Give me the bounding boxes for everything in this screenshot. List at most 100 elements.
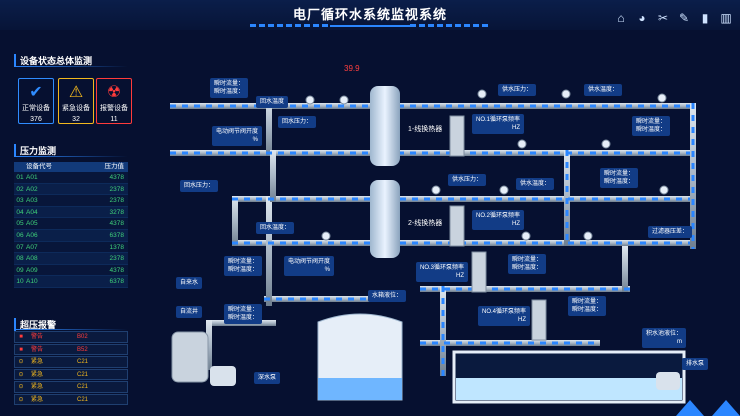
row-code: A02 bbox=[26, 185, 38, 193]
meter-8[interactable] bbox=[431, 185, 441, 195]
pump-4[interactable] bbox=[531, 299, 547, 341]
normal-devices-card[interactable]: ✔ 正常设备 376 bbox=[18, 78, 54, 124]
pump-3[interactable] bbox=[471, 251, 487, 293]
row-index: 02 bbox=[16, 185, 24, 193]
home-icon[interactable]: ⌂ bbox=[617, 11, 625, 25]
meter-12[interactable] bbox=[521, 231, 531, 241]
flow-box-5-line-2: 瞬时温度： bbox=[512, 265, 543, 271]
meter-1[interactable] bbox=[305, 95, 315, 105]
row-value: 2378 bbox=[109, 255, 124, 263]
well-label: 自流井 bbox=[176, 306, 203, 318]
pump-2[interactable] bbox=[449, 205, 465, 247]
row-index: 04 bbox=[16, 208, 24, 216]
flow-box-1-line-1: 瞬时流量： bbox=[214, 81, 245, 87]
meter-2[interactable] bbox=[339, 95, 349, 105]
alert-circle-icon: ⊙ bbox=[18, 396, 24, 403]
meter-4[interactable] bbox=[561, 89, 571, 99]
bar-chart-icon[interactable]: ▥ bbox=[720, 11, 732, 25]
meter-3[interactable] bbox=[477, 89, 487, 99]
nav-icons: ⌂ ◕ ✂ ✎ ▮ ▥ bbox=[615, 12, 732, 24]
meter-7[interactable] bbox=[601, 139, 611, 149]
valve-opening-box-2: 电动阀节阀开度 % bbox=[284, 256, 335, 276]
exchanger-2-label: 2-线换热器 bbox=[408, 220, 443, 227]
corner-decoration bbox=[676, 400, 704, 416]
valve-opening-1-unit: % bbox=[252, 137, 259, 143]
flow-box-2: 瞬时流量： 瞬时温度： bbox=[632, 116, 671, 136]
heat-exchanger-2[interactable] bbox=[370, 180, 400, 258]
pump-1[interactable] bbox=[449, 115, 465, 157]
flow-box-5: 瞬时流量： 瞬时温度： bbox=[508, 254, 547, 274]
urgent-devices-card[interactable]: ⚠ 紧急设备 32 bbox=[58, 78, 94, 124]
cooling-tower[interactable] bbox=[171, 331, 209, 383]
alarm-type: 紧急 bbox=[31, 359, 44, 365]
row-value: 3278 bbox=[109, 208, 124, 216]
alert-square-icon: ■ bbox=[19, 334, 23, 340]
flow-box-4-line-1: 瞬时流量： bbox=[228, 259, 259, 265]
meter-10[interactable] bbox=[659, 185, 669, 195]
row-index: 01 bbox=[16, 174, 24, 181]
row-index: 06 bbox=[16, 231, 24, 239]
alarm-type: 紧急 bbox=[31, 396, 44, 403]
alert-square-icon: ■ bbox=[19, 346, 23, 353]
alarm-devices-label: 报警设备 bbox=[100, 105, 128, 112]
header-underline bbox=[330, 25, 410, 27]
meter-5[interactable] bbox=[657, 93, 667, 103]
meter-11[interactable] bbox=[321, 231, 331, 241]
valve-opening-box-1: 电动阀节阀开度 % bbox=[212, 126, 263, 146]
flow-box-7: 瞬时流量： 瞬时温度： bbox=[568, 296, 607, 316]
heat-exchanger-1[interactable] bbox=[370, 86, 400, 166]
drain-pump-label: 排水泵 bbox=[682, 358, 709, 370]
top-reading: 39.9 bbox=[344, 64, 360, 73]
pie-chart-icon[interactable]: ◕ bbox=[638, 11, 646, 25]
app-title: 电厂循环水系统监视系统 bbox=[292, 7, 447, 22]
supply-temp-box-1: 供水温度： bbox=[584, 84, 623, 96]
deep-water-pump[interactable] bbox=[210, 366, 236, 386]
tools-icon[interactable]: ✂ bbox=[657, 11, 669, 25]
meter-9[interactable] bbox=[499, 185, 509, 195]
row-index: 05 bbox=[16, 220, 24, 228]
tank-level-box: 水箱液位： bbox=[368, 290, 407, 302]
flow-box-3: 瞬时流量： 瞬时温度： bbox=[600, 168, 639, 188]
urgent-devices-label: 紧急设备 bbox=[62, 105, 90, 112]
meter-13[interactable] bbox=[583, 231, 593, 241]
pump-3-freq-label: NO.3循环泵频率 bbox=[420, 265, 465, 271]
meter-6[interactable] bbox=[517, 139, 527, 149]
pump-4-freq-box: NO.4循环泵频率 HZ bbox=[478, 306, 531, 326]
water-tank-level-fill bbox=[318, 378, 402, 400]
pump-1-freq-label: NO.1循环泵频率 bbox=[476, 117, 521, 123]
filter-pressure-box: 过滤器压差： bbox=[648, 226, 693, 238]
alarm-devices-card[interactable]: ☢ 报警设备 11 bbox=[96, 78, 132, 124]
alarm-light-icon: ☢ bbox=[106, 84, 122, 101]
pump-4-freq-label: NO.4循环泵频率 bbox=[482, 309, 527, 315]
gauge-icon[interactable]: ▮ bbox=[701, 11, 709, 25]
row-code: A10 bbox=[26, 278, 38, 286]
drain-pump[interactable] bbox=[656, 372, 680, 390]
pool-level-label: 积水池液位： bbox=[646, 331, 683, 337]
alert-circle-icon: ⊙ bbox=[18, 371, 24, 378]
alert-circle-icon: ⊙ bbox=[18, 359, 24, 365]
wrench-icon[interactable]: ✎ bbox=[678, 11, 690, 25]
header-decoration-left bbox=[250, 24, 330, 27]
row-code: A03 bbox=[26, 197, 38, 205]
flow-box-7-line-1: 瞬时流量： bbox=[572, 299, 603, 305]
pressure-col-code: 设备代号 bbox=[26, 163, 52, 170]
pump-3-freq-unit: HZ bbox=[456, 273, 465, 279]
